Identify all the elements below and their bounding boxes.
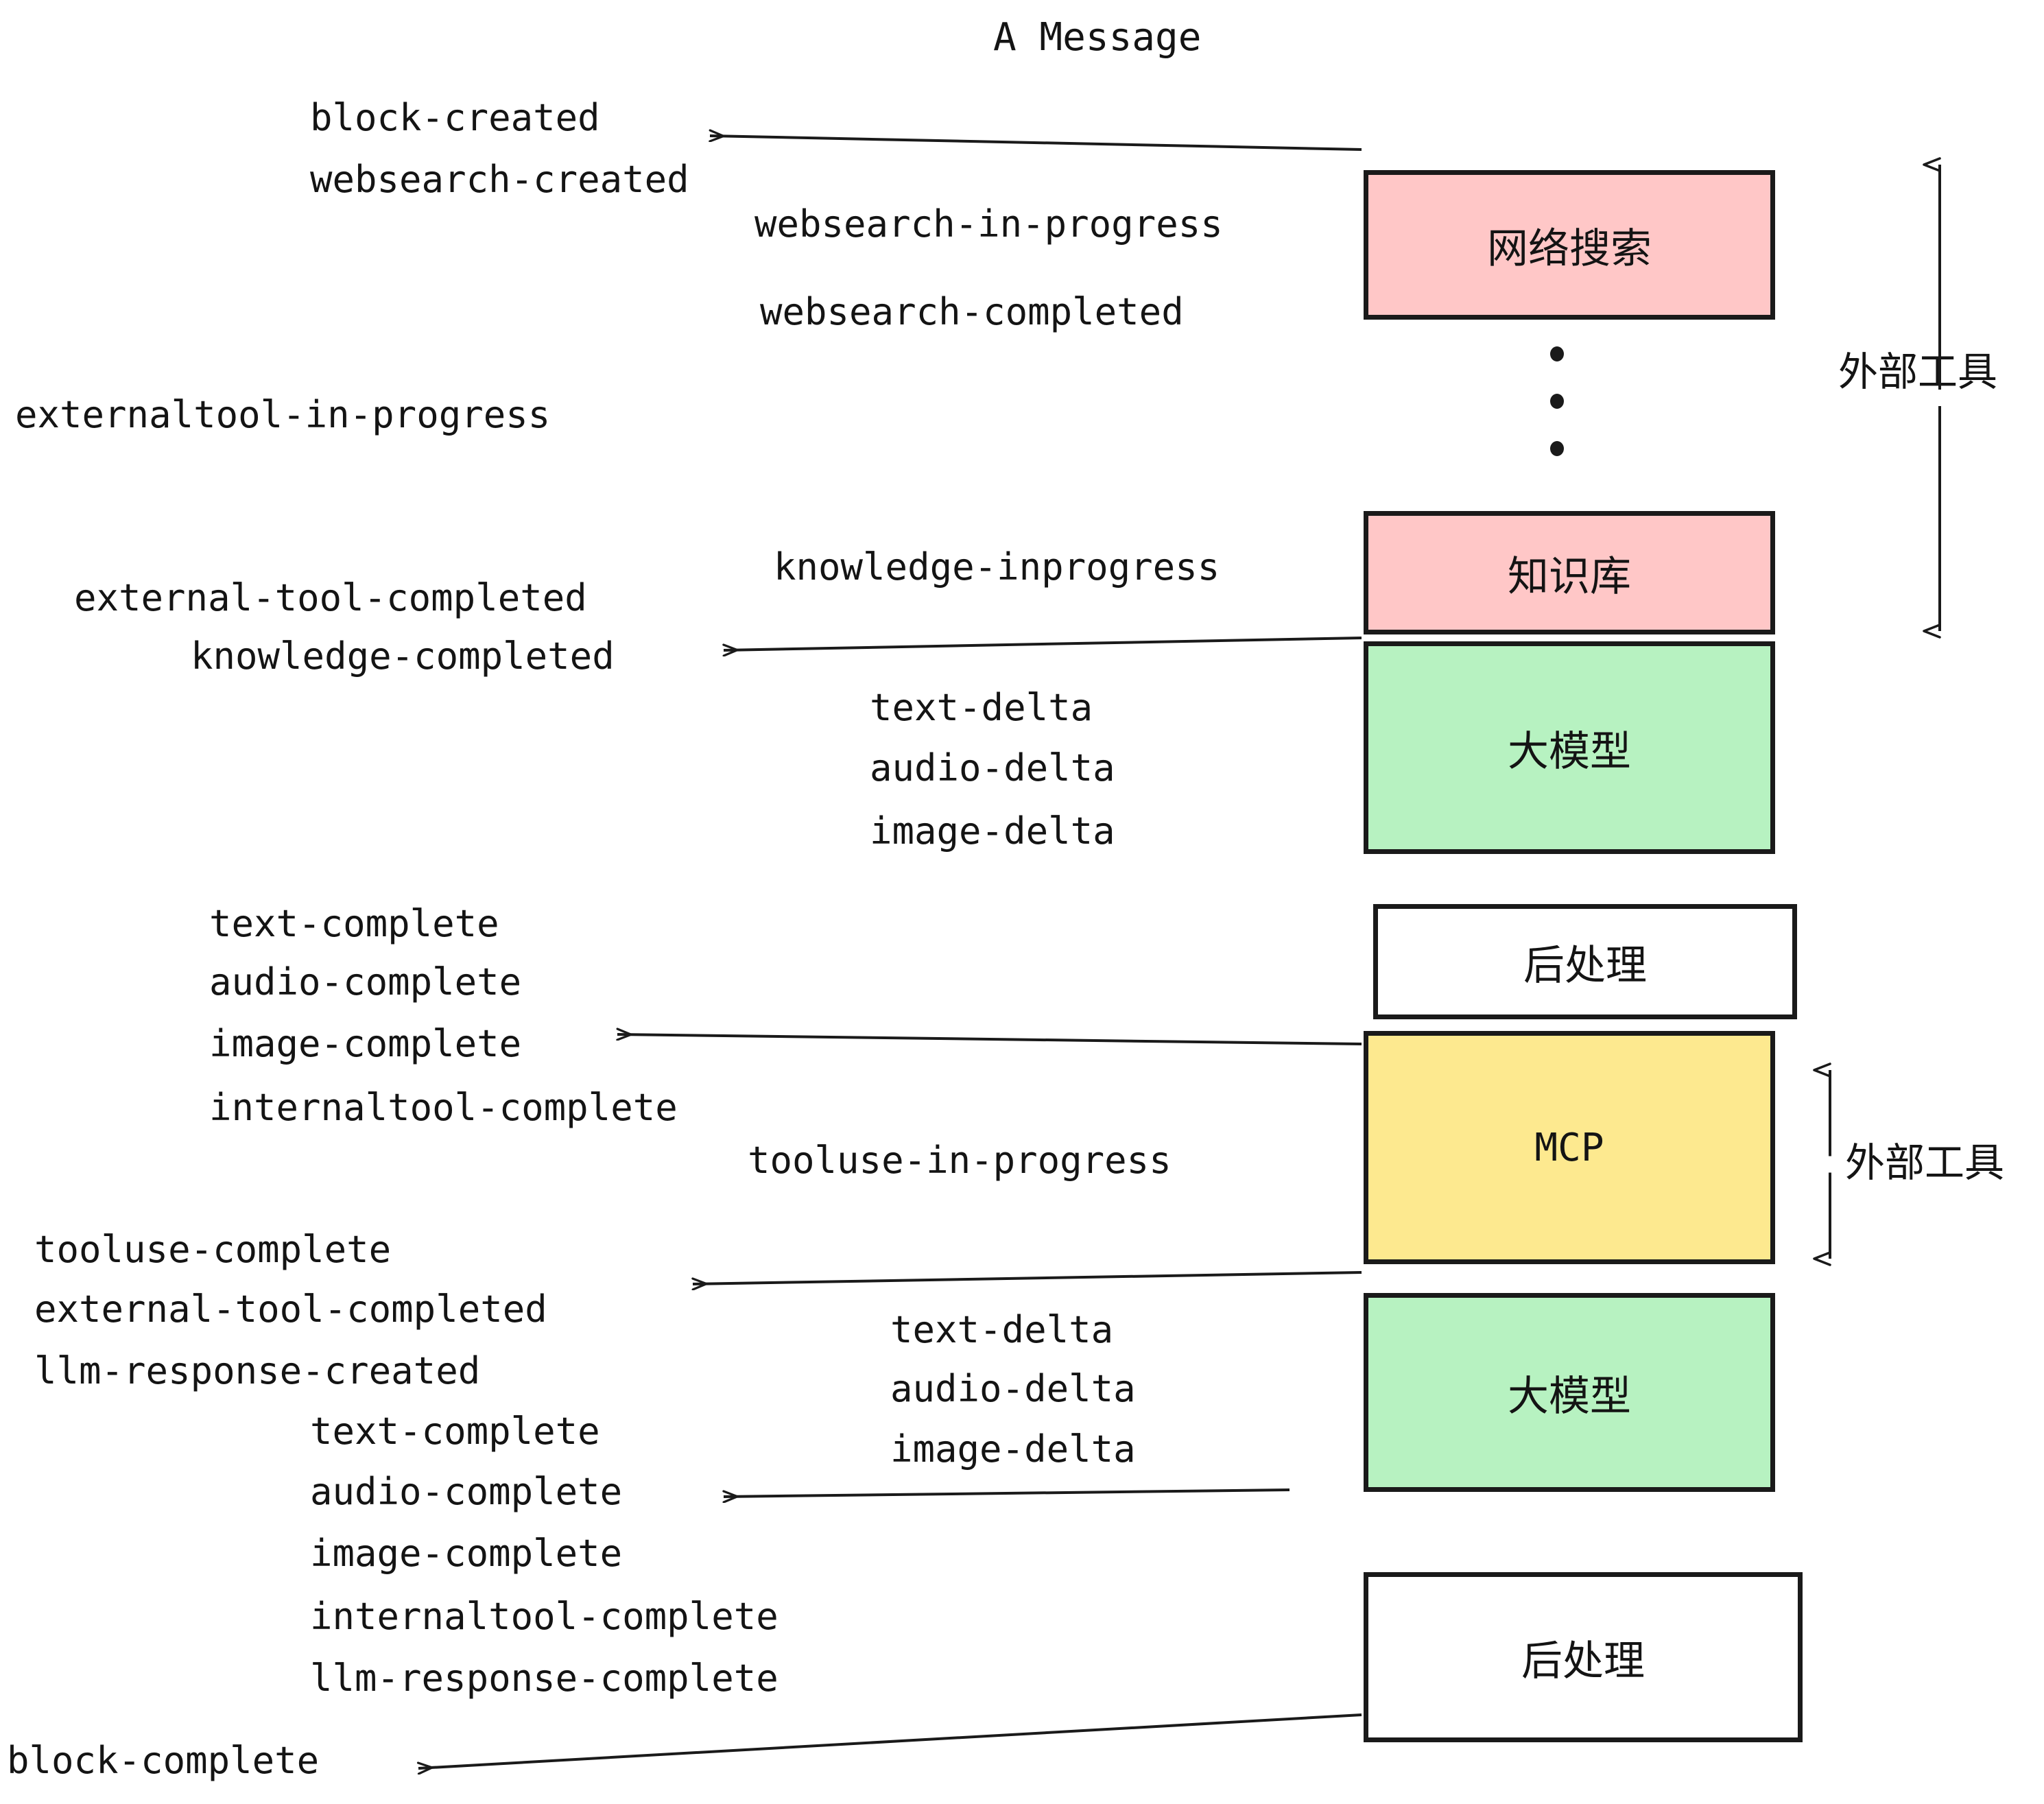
event-label-text-delta-2: text-delta — [890, 1308, 1114, 1351]
box-knowledge: 知识库 — [1364, 511, 1775, 634]
event-label-image-complete-2: image-complete — [310, 1532, 623, 1575]
box-llm-1: 大模型 — [1364, 641, 1775, 854]
arrow-postproc2-to-block — [418, 1713, 1362, 1768]
box-label: 大模型 — [1508, 727, 1631, 776]
event-label-internaltool-complete-1: internaltool-complete — [209, 1086, 678, 1129]
event-label-audio-complete-2: audio-complete — [310, 1470, 623, 1513]
event-label-image-delta-1: image-delta — [870, 809, 1115, 853]
event-label-block-created: block-created — [310, 96, 600, 139]
box-label: 网络搜索 — [1487, 224, 1652, 273]
page-title: A Message — [993, 15, 1202, 60]
event-label-audio-complete-1: audio-complete — [209, 960, 522, 1004]
event-label-websearch-completed: websearch-completed — [760, 290, 1184, 333]
side-label-external-tools-bottom: 外部工具 — [1845, 1139, 2005, 1186]
vertical-ellipsis-icon — [1549, 346, 1565, 456]
event-label-websearch-in-progress: websearch-in-progress — [754, 202, 1223, 246]
arrow-mcp-to-left — [693, 1271, 1362, 1284]
event-label-tooluse-complete: tooluse-complete — [34, 1228, 392, 1271]
box-label: 后处理 — [1521, 1637, 1645, 1685]
event-label-audio-delta-2: audio-delta — [890, 1367, 1136, 1410]
side-label-external-tools-top: 外部工具 — [1838, 348, 1998, 395]
box-label: 知识库 — [1508, 552, 1631, 601]
event-label-internaltool-complete-2: internaltool-complete — [310, 1595, 779, 1638]
box-label: 大模型 — [1508, 1372, 1631, 1421]
event-label-knowledge-completed: knowledge-completed — [191, 634, 615, 678]
event-label-llm-response-complete: llm-response-complete — [310, 1657, 779, 1700]
box-postproc-2: 后处理 — [1364, 1572, 1803, 1742]
event-label-text-delta-1: text-delta — [870, 686, 1093, 729]
arrow-llm2-to-left — [724, 1488, 1290, 1497]
event-label-text-complete-1: text-complete — [209, 902, 499, 945]
event-label-image-complete-1: image-complete — [209, 1022, 522, 1065]
box-label: MCP — [1534, 1125, 1604, 1170]
box-mcp: MCP — [1364, 1031, 1775, 1264]
event-label-llm-response-created: llm-response-created — [34, 1349, 481, 1392]
event-label-external-tool-completed-1: external-tool-completed — [74, 576, 587, 619]
event-label-block-complete: block-complete — [7, 1739, 320, 1782]
box-llm-2: 大模型 — [1364, 1293, 1775, 1492]
event-label-externaltool-in-progress: externaltool-in-progress — [15, 393, 551, 436]
arrow-postproc1-to-left — [617, 1034, 1362, 1045]
event-label-text-complete-2: text-complete — [310, 1410, 600, 1453]
event-label-image-delta-2: image-delta — [890, 1427, 1136, 1471]
box-websearch: 网络搜索 — [1364, 170, 1775, 320]
arrow-knowledge-to-left — [724, 637, 1362, 650]
event-label-audio-delta-1: audio-delta — [870, 746, 1115, 790]
box-postproc-1: 后处理 — [1373, 904, 1797, 1019]
event-label-external-tool-completed-2: external-tool-completed — [34, 1287, 547, 1331]
event-label-websearch-created: websearch-created — [310, 158, 689, 201]
event-label-knowledge-inprogress: knowledge-inprogress — [774, 545, 1220, 589]
event-label-tooluse-in-progress: tooluse-in-progress — [748, 1139, 1172, 1182]
box-label: 后处理 — [1523, 941, 1647, 990]
arrow-websearch-to-block — [710, 136, 1362, 151]
